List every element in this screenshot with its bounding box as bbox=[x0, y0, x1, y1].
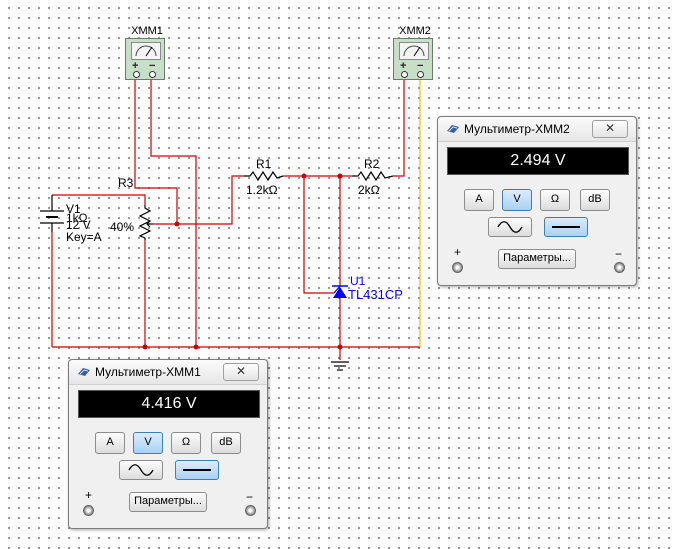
potentiometer-r3-symbol[interactable] bbox=[138, 205, 153, 240]
minus-terminal-label: − bbox=[615, 247, 623, 261]
close-button[interactable]: ✕ bbox=[592, 120, 628, 138]
wires bbox=[51, 78, 420, 360]
u1-part-label: TL431CP bbox=[348, 287, 403, 302]
wire-v1-top bbox=[52, 194, 146, 205]
sine-wave-icon bbox=[128, 464, 154, 476]
window-title: Мультиметр-XMM1 bbox=[95, 365, 201, 379]
wire-u1-ref bbox=[303, 176, 334, 294]
battery-v1-symbol[interactable] bbox=[40, 195, 64, 232]
close-button[interactable]: ✕ bbox=[223, 363, 259, 381]
r3-key-label: Key=A bbox=[66, 230, 102, 244]
mode-db-button[interactable]: dB bbox=[211, 432, 241, 454]
reading-display: 4.416 V bbox=[78, 390, 260, 418]
xmm2-name-label: XMM2 bbox=[399, 25, 431, 37]
minus-terminal-label: − bbox=[246, 490, 254, 504]
r3-percent-label: 40% bbox=[110, 220, 135, 234]
title-bar[interactable]: Мультиметр-XMM1 ✕ bbox=[69, 360, 267, 385]
multimeter-app-icon bbox=[78, 368, 90, 376]
xmm2-instrument[interactable]: XMM2 +− bbox=[393, 25, 433, 80]
xmm1-plus-terminal[interactable] bbox=[133, 71, 140, 78]
ac-mode-button[interactable] bbox=[488, 217, 532, 237]
mode-voltmeter-button[interactable]: V bbox=[502, 189, 532, 211]
r1-value-label: 1.2kΩ bbox=[246, 183, 278, 197]
ac-mode-button[interactable] bbox=[119, 460, 163, 480]
mode-ohmmeter-button[interactable]: Ω bbox=[540, 189, 570, 211]
xmm1-instrument[interactable]: XMM1 +− bbox=[125, 25, 165, 80]
gauge-icon bbox=[131, 42, 161, 60]
mode-ohmmeter-button[interactable]: Ω bbox=[171, 432, 201, 454]
r2-value-label: 2kΩ bbox=[358, 183, 380, 197]
xmm2-plus-terminal[interactable] bbox=[401, 71, 408, 78]
mode-ammeter-button[interactable]: A bbox=[95, 432, 125, 454]
mode-ammeter-button[interactable]: A bbox=[464, 189, 494, 211]
wire-r2-xmm2 bbox=[393, 78, 405, 177]
minus-terminal-jack[interactable] bbox=[614, 262, 625, 273]
plus-terminal-jack[interactable] bbox=[83, 505, 94, 516]
r3-value-label: 1kΩ bbox=[66, 211, 88, 225]
v1-value-label: 12 V bbox=[66, 218, 91, 232]
parameters-button[interactable]: Параметры... bbox=[498, 249, 576, 269]
wire-xmm1-plus bbox=[134, 78, 178, 224]
mode-db-button[interactable]: dB bbox=[580, 189, 610, 211]
wire-wiper-r1 bbox=[153, 175, 244, 225]
parameters-button[interactable]: Параметры... bbox=[129, 492, 207, 512]
mode-voltmeter-button[interactable]: V bbox=[133, 432, 163, 454]
reading-display: 2.494 V bbox=[447, 147, 629, 175]
dc-mode-button[interactable] bbox=[544, 217, 588, 237]
multimeter-app-icon bbox=[447, 125, 459, 133]
ground-symbol bbox=[331, 361, 349, 371]
xmm1-minus-terminal[interactable] bbox=[149, 71, 156, 78]
plus-terminal-label: + bbox=[85, 488, 93, 502]
dc-line-icon bbox=[552, 226, 580, 228]
u1-name-label: U1 bbox=[350, 274, 366, 288]
multimeter-xmm1-window[interactable]: Мультиметр-XMM1 ✕ 4.416 V A V Ω dB Парам… bbox=[68, 359, 268, 529]
sine-wave-icon bbox=[497, 221, 523, 233]
xmm2-minus-terminal[interactable] bbox=[417, 71, 424, 78]
gauge-icon bbox=[399, 42, 429, 60]
dc-mode-button[interactable] bbox=[175, 460, 219, 480]
title-bar[interactable]: Мультиметр-XMM2 ✕ bbox=[438, 117, 636, 142]
dc-line-icon bbox=[183, 469, 211, 471]
plus-terminal-label: + bbox=[454, 245, 462, 259]
window-title: Мультиметр-XMM2 bbox=[464, 122, 570, 136]
junctions bbox=[142, 173, 343, 350]
r3-name-label: R3 bbox=[118, 176, 134, 190]
resistor-r1-symbol[interactable] bbox=[244, 170, 284, 182]
v1-name-label: V1 bbox=[66, 202, 81, 216]
shunt-regulator-u1-symbol[interactable] bbox=[332, 285, 348, 298]
r2-name-label: R2 bbox=[364, 157, 380, 171]
xmm1-name-label: XMM1 bbox=[131, 25, 163, 37]
plus-terminal-jack[interactable] bbox=[452, 262, 463, 273]
r1-name-label: R1 bbox=[256, 157, 272, 171]
resistor-r2-symbol[interactable] bbox=[352, 170, 394, 182]
wire-xmm1-minus bbox=[150, 78, 197, 347]
minus-terminal-jack[interactable] bbox=[245, 505, 256, 516]
multimeter-xmm2-window[interactable]: Мультиметр-XMM2 ✕ 2.494 V A V Ω dB Парам… bbox=[437, 116, 637, 286]
